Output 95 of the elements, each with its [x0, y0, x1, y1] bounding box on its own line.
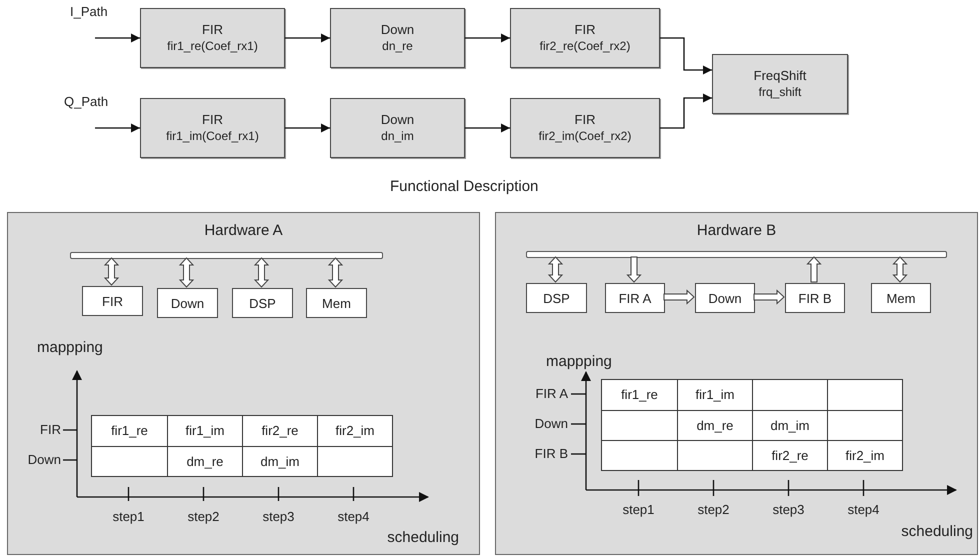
- box-title: FIR: [202, 21, 223, 38]
- hollow-arrow: [548, 256, 564, 283]
- component-box: [785, 283, 845, 313]
- box-title: FIR: [574, 111, 596, 128]
- box-subtitle: fir2_re(Coef_rx2): [540, 38, 630, 55]
- axis-label: FIR B: [534, 446, 568, 462]
- hollow-arrow: [806, 256, 822, 282]
- component-box: [306, 288, 367, 318]
- arrow: [285, 34, 330, 42]
- table-cell: dm_re: [677, 410, 752, 440]
- axis-label: mappping: [37, 339, 103, 357]
- box-title: FIR: [102, 292, 123, 310]
- hollow-arrow: [626, 256, 642, 283]
- hollow-arrow: [892, 256, 908, 283]
- process-box: [510, 98, 660, 158]
- box-title: DSP: [249, 294, 276, 312]
- component-box: [526, 283, 587, 313]
- process-box: [330, 8, 465, 68]
- arrow: [95, 124, 140, 132]
- axis-label: scheduling: [901, 523, 973, 541]
- box-title: Down: [708, 290, 742, 306]
- arrow: [660, 94, 712, 129]
- box-subtitle: dn_im: [381, 128, 414, 145]
- table-cell-text: fir1_re: [620, 386, 659, 404]
- box-title: Down: [380, 21, 414, 38]
- table-cell: fir2_re: [752, 440, 827, 470]
- box-title: Mem: [886, 290, 916, 306]
- hollow-arrow: [328, 257, 344, 288]
- box-subtitle: fir1_re(Coef_rx1): [167, 38, 258, 55]
- box-subtitle: fir2_im(Coef_rx2): [538, 128, 632, 145]
- process-box: [140, 8, 285, 68]
- table-cell: fir1_im: [167, 416, 242, 446]
- box-subtitle: dn_re: [382, 38, 413, 55]
- axis-label: FIR A: [535, 386, 568, 402]
- table-cell: fir2_re: [242, 416, 317, 446]
- arrow: [660, 37, 712, 74]
- process-box: [330, 98, 465, 158]
- table-cell: dm_re: [167, 446, 242, 476]
- axis-label: step4: [338, 509, 370, 525]
- box-subtitle: fir1_im(Coef_rx1): [166, 128, 259, 145]
- box-title: Down: [380, 111, 414, 128]
- component-box: [157, 288, 218, 318]
- axis-label: step3: [772, 502, 804, 518]
- box-title: DSP: [543, 290, 570, 306]
- hardware-panel: [495, 212, 978, 555]
- process-box: [140, 98, 285, 158]
- axis-label: step1: [622, 502, 654, 518]
- axis-label: scheduling: [387, 529, 459, 547]
- arrow: [95, 34, 140, 42]
- table-cell-text: fir1_re: [110, 422, 149, 440]
- axis-label: FIR: [40, 422, 61, 438]
- hollow-arrow: [178, 257, 194, 288]
- axis-label: mappping: [546, 353, 612, 371]
- box-title: FIR: [574, 21, 596, 38]
- box-title: Down: [170, 294, 204, 312]
- table-cell: fir1_im: [677, 380, 752, 410]
- box-subtitle: frq_shift: [758, 84, 802, 101]
- box-title: FIR: [202, 111, 223, 128]
- hardware-panel: [7, 212, 480, 555]
- axis-label: step1: [112, 509, 144, 525]
- axis-label: step2: [188, 509, 220, 525]
- table-cell: fir2_im: [317, 416, 392, 446]
- process-box: [712, 54, 848, 114]
- bus-bar: [526, 251, 947, 258]
- component-box: [695, 283, 755, 313]
- component-box: [82, 286, 143, 316]
- bus-bar: [70, 252, 383, 259]
- component-box: [605, 283, 665, 313]
- box-title: FIR B: [798, 290, 832, 306]
- hollow-arrow: [664, 289, 695, 305]
- box-title: Mem: [322, 294, 351, 312]
- arrow: [465, 124, 510, 132]
- axis-label: Down: [534, 416, 568, 432]
- signal-label: I_Path: [70, 3, 108, 21]
- hollow-arrow: [254, 257, 270, 288]
- axis-label: Down: [28, 452, 61, 468]
- process-box: [510, 8, 660, 68]
- axis-label: step4: [848, 502, 880, 518]
- signal-label: Q_Path: [64, 93, 108, 111]
- panel-title: Hardware A: [204, 222, 283, 241]
- hollow-arrow: [754, 289, 785, 305]
- box-title: FIR A: [618, 290, 652, 306]
- table-cell: dm_im: [752, 410, 827, 440]
- component-box: [232, 288, 293, 318]
- arrow: [465, 34, 510, 42]
- table-cell: fir2_im: [827, 440, 902, 470]
- table-cell: dm_im: [242, 446, 317, 476]
- arrow: [285, 124, 330, 132]
- axis-label: step3: [262, 509, 294, 525]
- panel-title: Hardware B: [696, 222, 776, 241]
- caption: Functional Description: [390, 177, 538, 197]
- axis-label: step2: [698, 502, 730, 518]
- box-title: FreqShift: [754, 67, 806, 84]
- component-box: [871, 283, 931, 313]
- hollow-arrow: [104, 257, 120, 286]
